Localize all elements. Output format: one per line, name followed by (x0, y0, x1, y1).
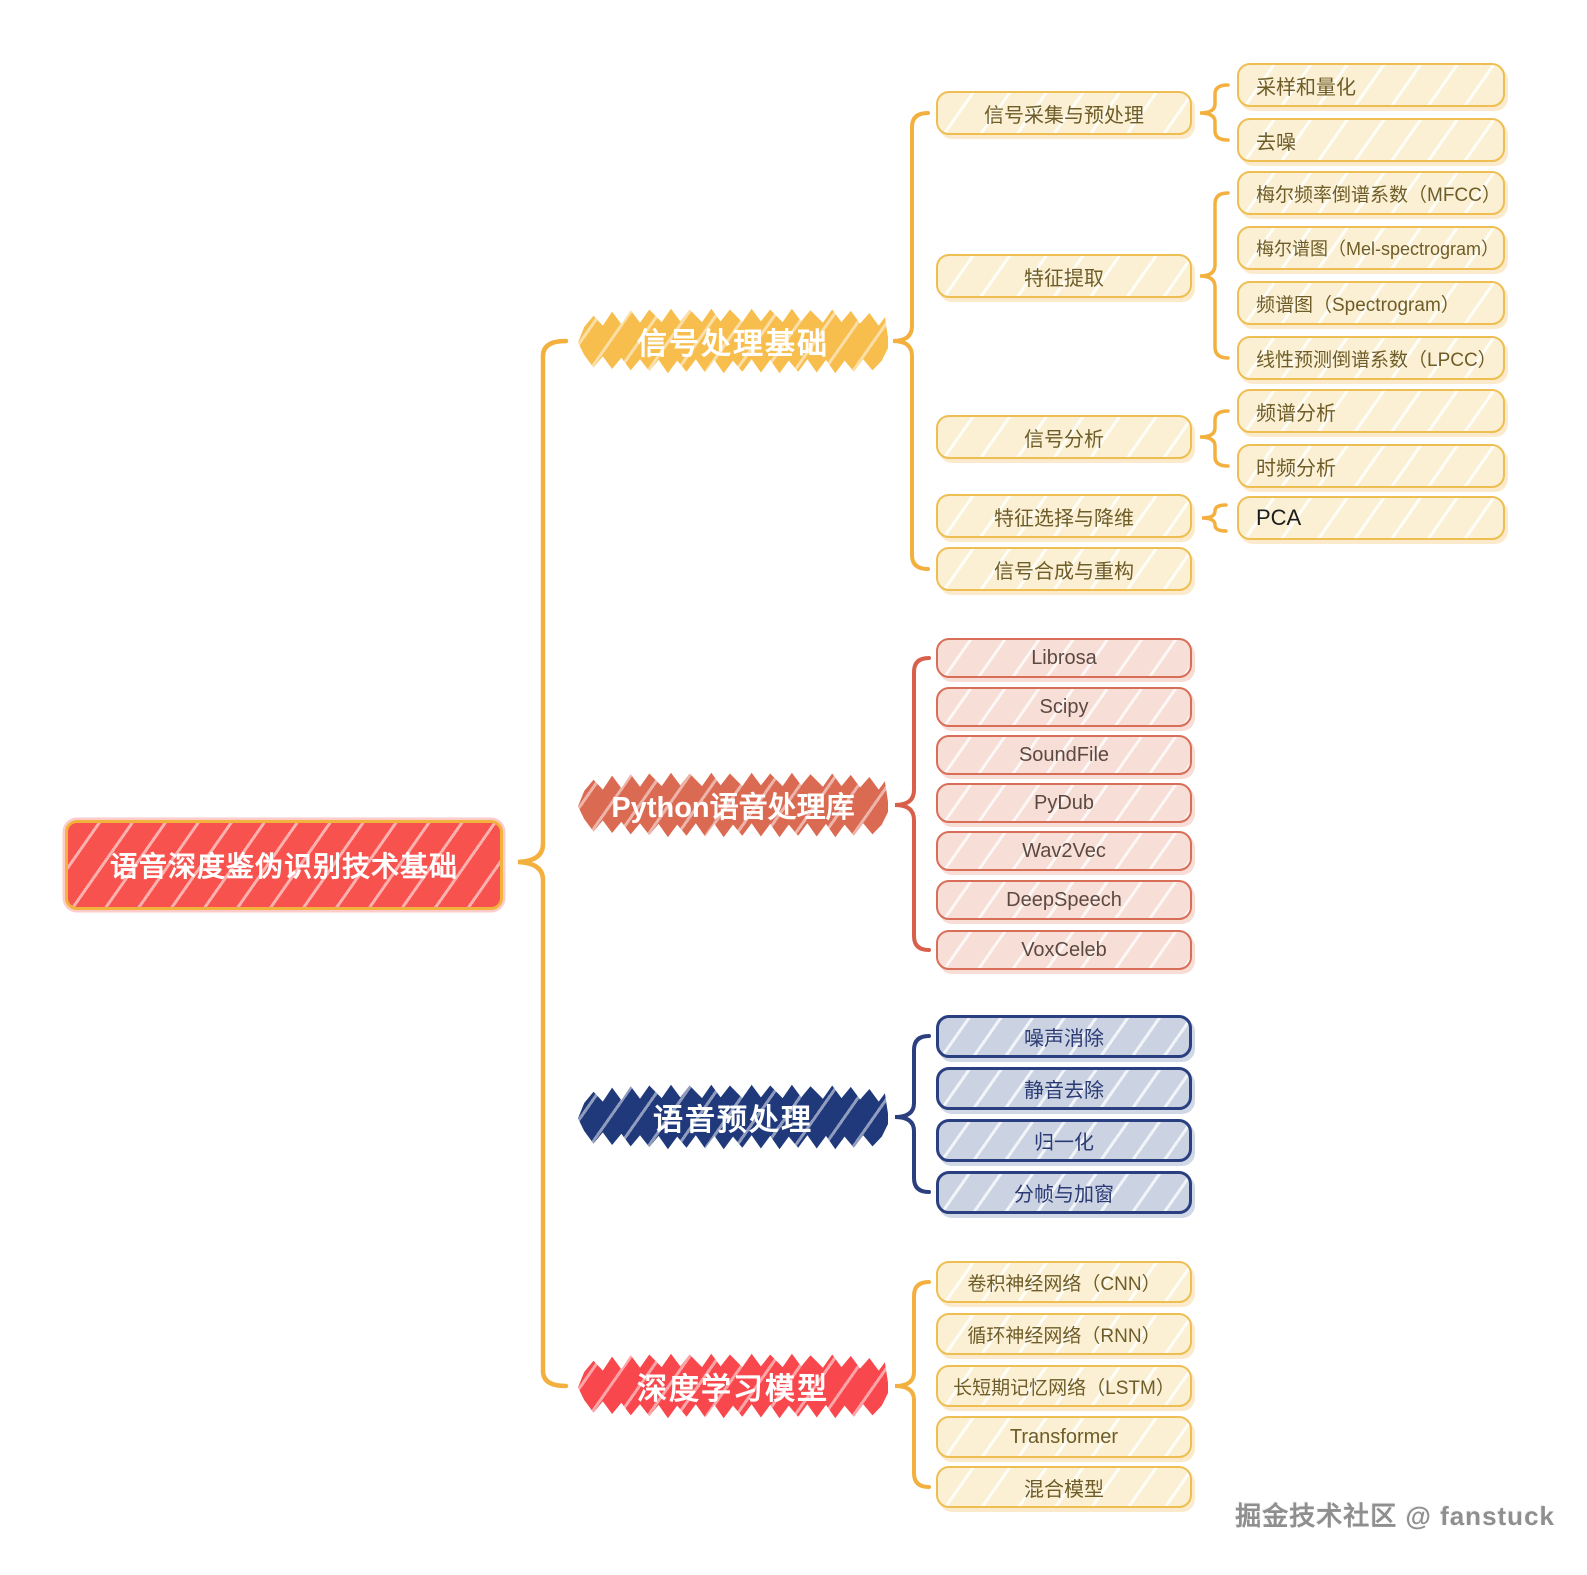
brace-signal-acquisition (1199, 83, 1230, 142)
leaf-denoise[interactable]: 去噪 (1237, 118, 1505, 162)
node-signal-synthesis[interactable]: 信号合成与重构 (936, 547, 1192, 591)
brace-feature-selection (1201, 503, 1228, 533)
node-signal-analysis[interactable]: 信号分析 (936, 415, 1192, 459)
leaf-transformer[interactable]: Transformer (936, 1416, 1192, 1458)
leaf-pydub[interactable]: PyDub (936, 783, 1192, 823)
brace-python-libs (894, 656, 931, 952)
leaf-noise-removal[interactable]: 噪声消除 (936, 1015, 1192, 1058)
brace-signal-processing (892, 111, 930, 571)
brace-root (517, 338, 569, 1389)
leaf-deepspeech[interactable]: DeepSpeech (936, 880, 1192, 920)
brace-speech-preprocessing (894, 1034, 931, 1194)
node-feature-extraction[interactable]: 特征提取 (936, 254, 1192, 298)
node-signal-acquisition[interactable]: 信号采集与预处理 (936, 91, 1192, 135)
root-node[interactable]: 语音深度鉴伪识别技术基础 (65, 820, 503, 910)
leaf-normalization[interactable]: 归一化 (936, 1119, 1192, 1162)
leaf-hybrid-model[interactable]: 混合模型 (936, 1466, 1192, 1508)
leaf-mel-spectrogram[interactable]: 梅尔谱图（Mel-spectrogram） (1237, 226, 1505, 270)
leaf-voxceleb[interactable]: VoxCeleb (936, 930, 1192, 970)
leaf-framing-windowing[interactable]: 分帧与加窗 (936, 1171, 1192, 1214)
brace-feature-extraction (1199, 191, 1230, 360)
leaf-soundfile[interactable]: SoundFile (936, 735, 1192, 775)
leaf-cnn[interactable]: 卷积神经网络（CNN） (936, 1261, 1192, 1303)
leaf-wav2vec[interactable]: Wav2Vec (936, 831, 1192, 871)
leaf-sampling-quantization[interactable]: 采样和量化 (1237, 63, 1505, 107)
leaf-scipy[interactable]: Scipy (936, 687, 1192, 727)
leaf-time-frequency-analysis[interactable]: 时频分析 (1237, 444, 1505, 488)
node-feature-selection[interactable]: 特征选择与降维 (936, 494, 1192, 538)
leaf-librosa[interactable]: Librosa (936, 638, 1192, 678)
brace-signal-analysis (1199, 409, 1230, 468)
watermark: 掘金技术社区 @ fanstuck (1235, 1501, 1555, 1531)
brace-deep-learning (894, 1280, 931, 1489)
leaf-silence-removal[interactable]: 静音去除 (936, 1067, 1192, 1110)
branch-deep-learning[interactable]: 深度学习模型 (578, 1353, 888, 1419)
leaf-lpcc[interactable]: 线性预测倒谱系数（LPCC） (1237, 336, 1505, 380)
leaf-lstm[interactable]: 长短期记忆网络（LSTM） (936, 1365, 1192, 1407)
leaf-spectrogram[interactable]: 频谱图（Spectrogram） (1237, 281, 1505, 325)
branch-python-libs[interactable]: Python语音处理库 (578, 772, 888, 838)
leaf-mfcc[interactable]: 梅尔频率倒谱系数（MFCC） (1237, 171, 1505, 215)
branch-signal-processing[interactable]: 信号处理基础 (578, 308, 888, 374)
leaf-rnn[interactable]: 循环神经网络（RNN） (936, 1313, 1192, 1355)
leaf-pca[interactable]: PCA (1237, 496, 1505, 540)
branch-speech-preprocessing[interactable]: 语音预处理 (578, 1084, 888, 1150)
leaf-spectrum-analysis[interactable]: 频谱分析 (1237, 389, 1505, 433)
